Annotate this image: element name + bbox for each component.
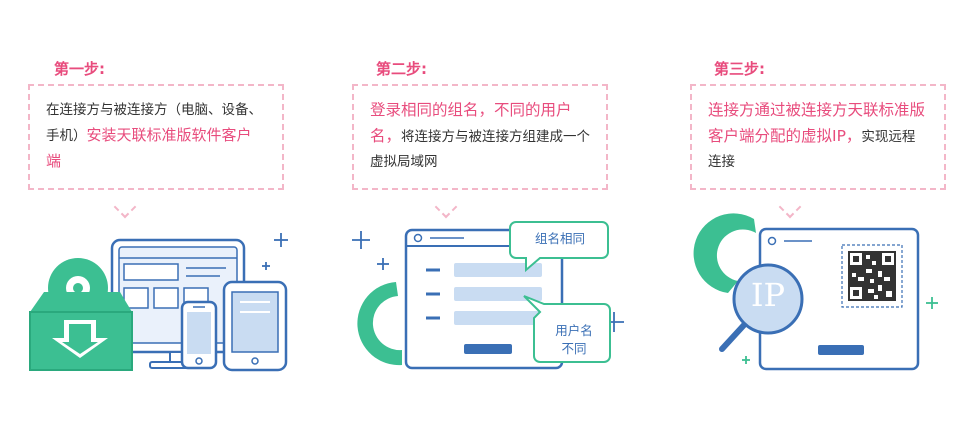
plus-icon [262, 233, 288, 270]
step-3-title: 第三步: [714, 60, 765, 78]
app-window-icon [404, 228, 564, 370]
step-3-bubble: 连接方通过被连接方天联标准版客户端分配的虚拟IP，实现远程连接 [690, 84, 946, 190]
magnifier-icon [719, 263, 804, 352]
tag-user-label-1: 用户名 [555, 323, 593, 338]
step-2: 第二步: 登录相同的组名，不同的用户名，将连接方与被连接方组建成一个虚拟局域网 [320, 0, 636, 432]
step-1: 第一步: 在连接方与被连接方（电脑、设备、手机）安装天联标准版软件客户端 [0, 0, 310, 432]
step-1-bubble: 在连接方与被连接方（电脑、设备、手机）安装天联标准版软件客户端 [28, 84, 284, 190]
step-1-text: 在连接方与被连接方（电脑、设备、手机） [46, 102, 262, 144]
step-1-bubble-tail [113, 195, 137, 219]
step-2-illustration [352, 221, 624, 370]
step-2-bubble: 登录相同的组名，不同的用户名，将连接方与被连接方组建成一个虚拟局域网 [352, 84, 608, 190]
qr-code-icon [841, 244, 903, 308]
ip-label: IP [750, 276, 786, 314]
step-1-illustration [29, 233, 288, 372]
download-box-icon [29, 292, 133, 371]
step-3: 第三步: 连接方通过被连接方天联标准版客户端分配的虚拟IP，实现远程连接 [636, 0, 956, 432]
phone-icon [180, 300, 218, 370]
step-2-text: 将连接方与被连接方组建成一个虚拟局域网 [370, 129, 591, 170]
tag-group-bubble [509, 221, 609, 273]
step-2-title: 第二步: [376, 60, 427, 78]
tag-user-label-2: 不同 [561, 341, 587, 356]
tag-user-bubble [523, 295, 611, 363]
step-3-highlight: 连接方通过被连接方天联标准版客户端分配的虚拟IP， [708, 101, 926, 145]
step-3-illustration [693, 213, 938, 371]
step-1-title: 第一步: [54, 60, 105, 78]
step-1-highlight: 安装天联标准版软件客户端 [46, 126, 252, 170]
step-3-text: 实现远程连接 [708, 129, 916, 170]
tag-group-label: 组名相同 [534, 231, 585, 246]
step-2-bubble-tail [434, 195, 458, 219]
tablet-icon [222, 280, 288, 372]
network-arc-icon [693, 213, 756, 293]
step-2-highlight: 登录相同的组名，不同的用户名， [370, 101, 572, 145]
network-arc-icon [357, 282, 402, 366]
